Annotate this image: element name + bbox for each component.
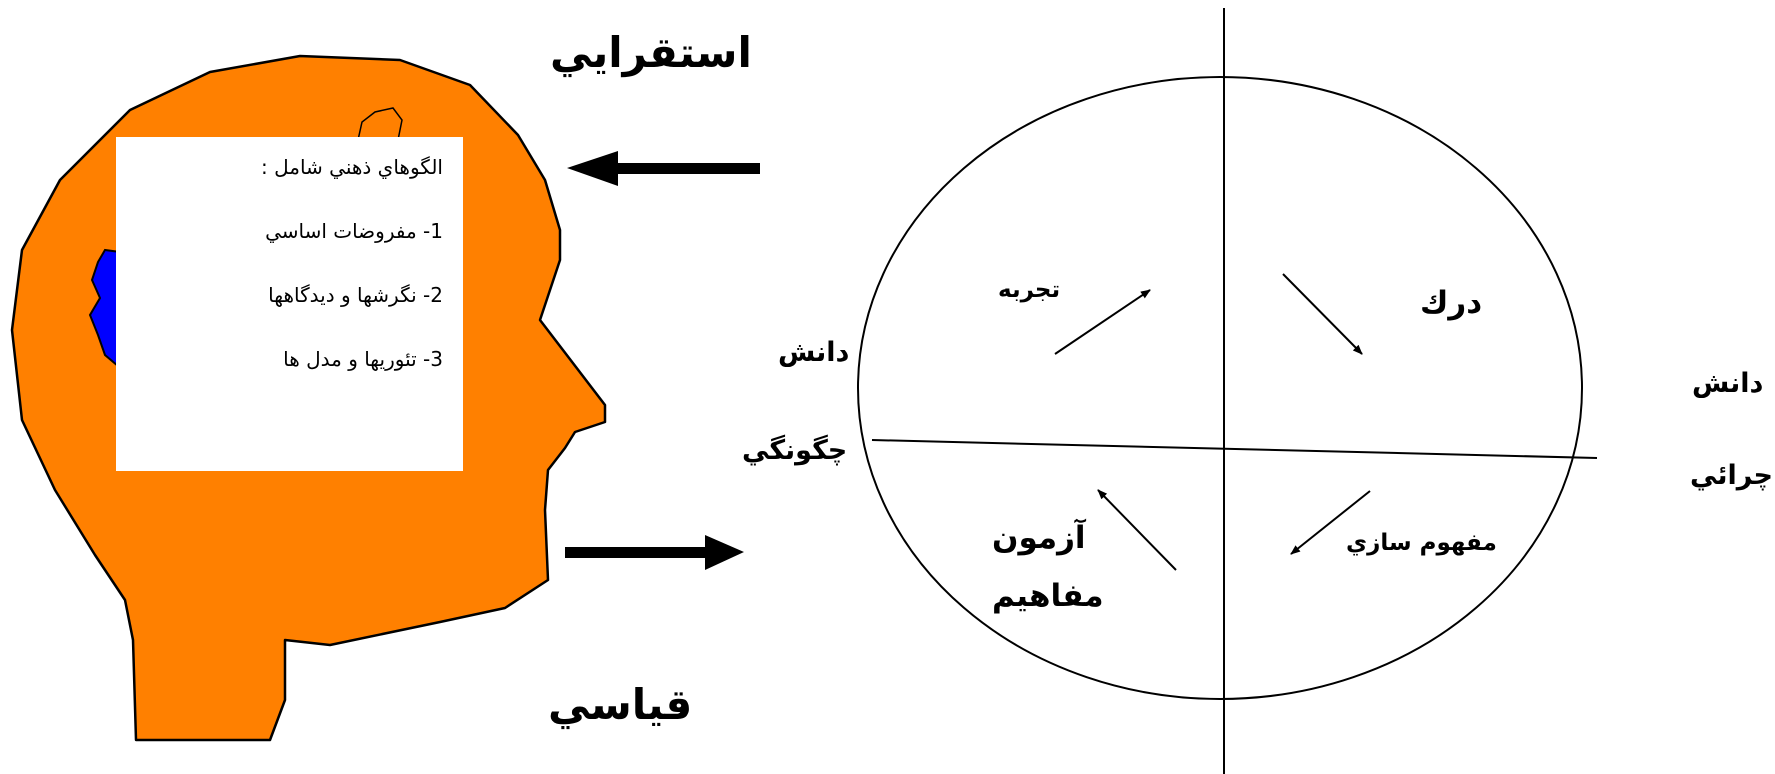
inductive-label: استقرايي (550, 28, 752, 77)
know-why-line1: دانش (1692, 368, 1763, 399)
quadrant-testing-line2: مفاهيم (992, 578, 1104, 614)
quadrant-conceptualization: مفهوم سازي (1346, 530, 1497, 556)
mental-models-item: 1- مفروضات اساسي (130, 221, 443, 241)
arrow-to-perception (1055, 290, 1150, 354)
mental-models-item: 2- نگرشها و ديدگاهها (130, 285, 443, 305)
mental-models-panel: الگوهاي ذهني شامل : 1- مفروضات اساسي 2- … (116, 137, 463, 471)
mental-models-item: 3- تئوريها و مدل ها (130, 349, 443, 369)
inductive-arrow (567, 151, 760, 186)
cycle-ellipse (858, 77, 1582, 699)
mental-models-title: الگوهاي ذهني شامل : (130, 157, 443, 177)
quadrant-experience: تجربه (998, 277, 1060, 303)
arrow-to-conceptualization (1283, 274, 1362, 354)
horizontal-axis (872, 440, 1597, 458)
deductive-label: قياسي (548, 680, 692, 729)
know-how-line2: چگونگي (742, 435, 847, 466)
know-how-line1: دانش (778, 337, 849, 368)
know-why-line2: چرائي (1690, 460, 1773, 491)
quadrant-testing-line1: آزمون (992, 520, 1086, 556)
arrow-to-experience (1098, 490, 1176, 570)
quadrant-perception: درك (1420, 285, 1482, 321)
deductive-arrow (565, 535, 744, 570)
